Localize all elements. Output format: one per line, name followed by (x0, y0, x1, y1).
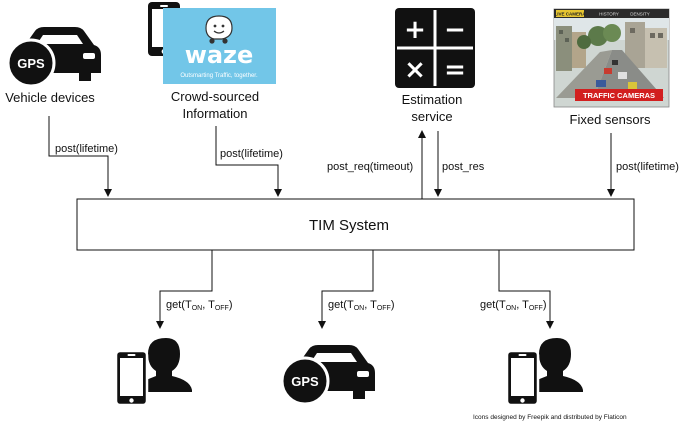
system-to-consumer3-connector (498, 250, 554, 329)
calculator-icon: + − × = (395, 8, 475, 88)
sensors-post-label: post(lifetime) (616, 161, 679, 173)
waze-brand-text: waze (185, 41, 254, 69)
svg-text:get(TON, TOFF): get(TON, TOFF) (328, 299, 395, 312)
crowd-to-system-connector (215, 126, 282, 197)
minus-icon: − (444, 15, 466, 45)
times-icon: × (404, 55, 426, 85)
traffic-camera-image: LIVE CAMERA HISTORY DENSITY TRAFFIC CAME… (553, 8, 670, 108)
tim-system-label: TIM System (309, 217, 389, 234)
vehicle-to-system-connector (48, 116, 112, 197)
source-crowd-line2: Information (182, 106, 247, 121)
system-to-consumer1-connector (156, 250, 213, 329)
svg-text:get(TON, TOFF): get(TON, TOFF) (166, 299, 233, 312)
gps-badge-text: GPS (291, 374, 319, 389)
mobile-user-icon (114, 338, 192, 407)
source-crowd-line1: Crowd-sourced (171, 89, 259, 104)
vehicle-post-label: post(lifetime) (55, 143, 118, 155)
post-req-label: post_req(timeout) (327, 161, 413, 173)
source-fixed-sensors: Fixed sensors (570, 112, 651, 127)
waze-logo: waze Outsmarting Traffic, together. (163, 8, 276, 84)
camera-banner-text: TRAFFIC CAMERAS (583, 91, 655, 100)
gps-car-icon: GPS (280, 345, 375, 406)
crowd-post-label: post(lifetime) (220, 148, 283, 160)
get-label-2: get(TON, TOFF) (328, 299, 395, 312)
get-label-3: get(TON, TOFF) (480, 299, 547, 312)
waze-tagline: Outsmarting Traffic, together. (180, 73, 258, 79)
gps-car-icon: GPS (6, 27, 101, 88)
attribution-text: Icons designed by Freepik and distribute… (473, 414, 627, 421)
source-vehicle-devices: Vehicle devices (5, 90, 95, 105)
plus-icon: + (404, 15, 426, 45)
camera-header-history: HISTORY (599, 12, 619, 17)
svg-text:get(TON, TOFF): get(TON, TOFF) (480, 299, 547, 312)
source-estimation-line1: Estimation (402, 92, 463, 107)
post-res-label: post_res (442, 161, 485, 173)
equals-icon: = (444, 55, 466, 85)
source-estimation-line2: service (411, 109, 452, 124)
get-label-1: get(TON, TOFF) (166, 299, 233, 312)
mobile-user-icon (505, 338, 583, 407)
system-to-consumer2-connector (318, 250, 374, 329)
camera-header-live: LIVE CAMERA (554, 12, 586, 17)
camera-header-density: DENSITY (630, 12, 650, 17)
gps-badge-text: GPS (17, 56, 45, 71)
tim-system-box (76, 198, 635, 251)
